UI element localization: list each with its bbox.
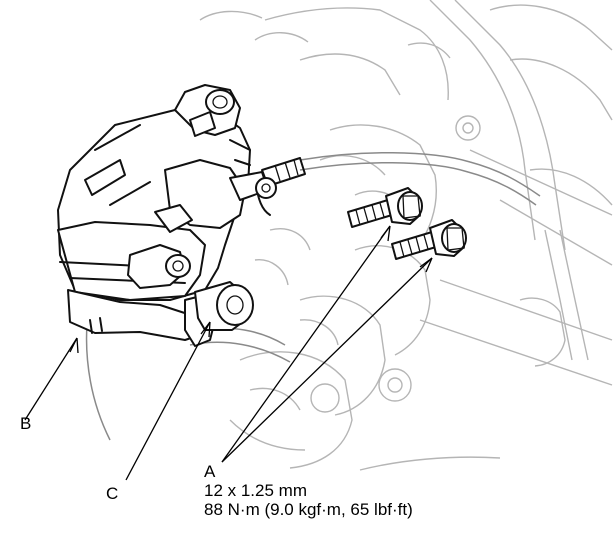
thread-spec: 12 x 1.25 mm <box>204 481 307 500</box>
mounting-bolt-upper <box>347 187 423 228</box>
leader-lines <box>24 225 433 481</box>
background-suspension-parts <box>199 0 613 471</box>
callout-label-c: C <box>106 484 119 503</box>
sealing-washer-c <box>194 281 254 331</box>
mounting-bolt-lower <box>391 219 467 260</box>
torque-spec: 88 N·m (9.0 kgf·m, 65 lbf·ft) <box>204 500 413 519</box>
callout-label-b: B <box>20 414 32 433</box>
caliper-body <box>57 84 277 347</box>
callout-label-a: A <box>204 462 216 481</box>
